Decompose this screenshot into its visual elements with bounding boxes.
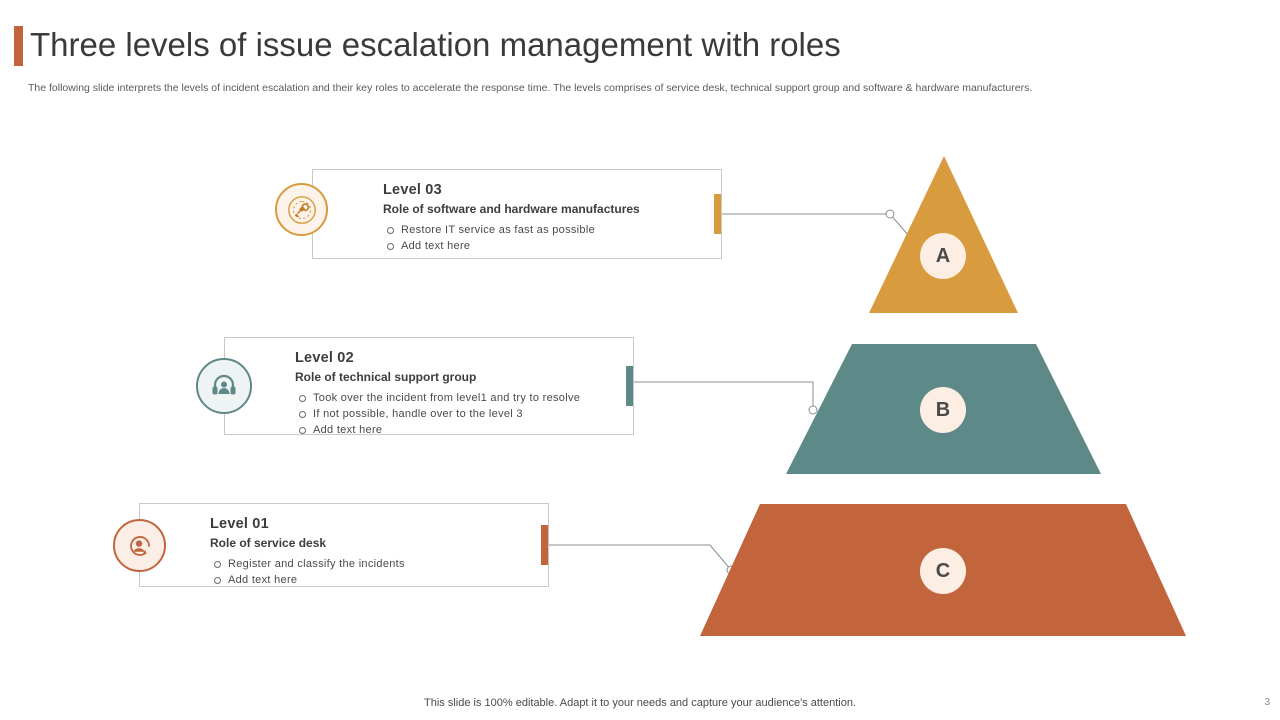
- gear-tools-icon: [275, 183, 328, 236]
- user-support-icon: [113, 519, 166, 572]
- page-number: 3: [1264, 697, 1270, 708]
- level-label-03: Level 03: [383, 182, 442, 198]
- shape-label-b: B: [920, 387, 966, 433]
- page-subtitle: The following slide interprets the level…: [28, 82, 1033, 94]
- page-title: Three levels of issue escalation managem…: [30, 26, 841, 63]
- headset-support-icon: [196, 358, 252, 414]
- list-item: Add text here: [210, 572, 532, 588]
- level-label-01: Level 01: [210, 516, 269, 532]
- shape-label-c: C: [920, 548, 966, 594]
- bullet-list-03: Restore IT service as fast as possible A…: [383, 222, 705, 254]
- list-item: Restore IT service as fast as possible: [383, 222, 705, 238]
- list-item: If not possible, handle over to the leve…: [295, 406, 617, 422]
- level-label-02: Level 02: [295, 350, 354, 366]
- card-level-02[interactable]: Level 02 Role of technical support group…: [224, 337, 634, 438]
- list-item: Took over the incident from level1 and t…: [295, 390, 617, 406]
- role-title-02: Role of technical support group: [295, 370, 477, 384]
- card-accent-tab-01: [541, 525, 548, 565]
- footer-note: This slide is 100% editable. Adapt it to…: [424, 697, 856, 709]
- bullet-list-02: Took over the incident from level1 and t…: [295, 390, 617, 438]
- list-item: Add text here: [295, 422, 617, 438]
- list-item: Add text here: [383, 238, 705, 254]
- card-level-03[interactable]: Level 03 Role of software and hardware m…: [312, 169, 722, 259]
- card-level-01[interactable]: Level 01 Role of service desk Register a…: [139, 503, 549, 587]
- shape-label-a: A: [920, 233, 966, 279]
- title-accent-bar: [14, 26, 23, 66]
- card-accent-tab-02: [626, 366, 633, 406]
- card-accent-tab-03: [714, 194, 721, 234]
- bullet-list-01: Register and classify the incidents Add …: [210, 556, 532, 588]
- role-title-01: Role of service desk: [210, 536, 327, 550]
- list-item: Register and classify the incidents: [210, 556, 532, 572]
- role-title-03: Role of software and hardware manufactur…: [383, 202, 640, 216]
